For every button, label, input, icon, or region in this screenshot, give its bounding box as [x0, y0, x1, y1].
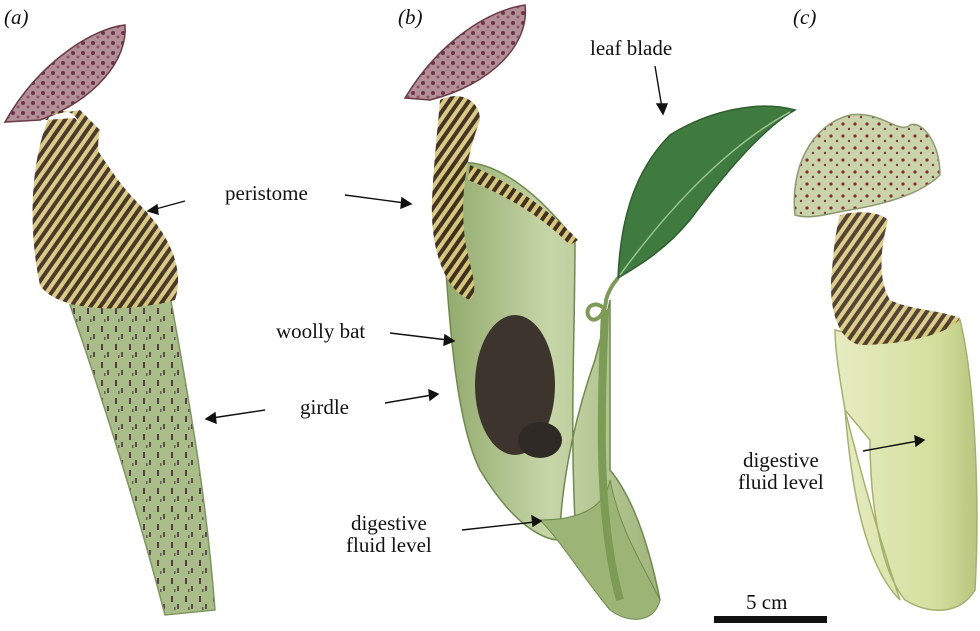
woolly-bat-image [475, 315, 555, 455]
label-digestive-c-line2: fluid level [738, 470, 824, 495]
label-digestive-fluid-level-b: digestive fluid level [346, 512, 432, 556]
pitcher-b-peristome [431, 96, 578, 300]
tendril-b [597, 309, 624, 602]
arrow-girdle-a [211, 409, 266, 419]
arrow-leaf-blade [654, 65, 663, 109]
panel-label-a: (a) [4, 5, 29, 29]
tendril-b-curl [585, 276, 620, 322]
label-woolly-bat: woolly bat [276, 319, 366, 343]
arrow-girdle-a-head [204, 411, 217, 425]
arrow-digestive-b-head [531, 514, 543, 528]
label-digestive-c-line1: digestive [742, 448, 819, 472]
arrow-peristome-b [344, 194, 406, 204]
pitcher-c [793, 113, 978, 611]
scale-bar-label: 5 cm [746, 590, 788, 614]
pitcher-c-body [834, 319, 978, 611]
annotation-arrows [146, 65, 926, 531]
arrow-digestive-c [862, 440, 919, 452]
label-leaf-blade: leaf blade [590, 36, 673, 60]
pitcher-a [3, 24, 216, 616]
leaf-blade-image [617, 105, 797, 280]
scale-bar [714, 616, 827, 623]
woolly-bat-head [518, 422, 562, 458]
arrow-digestive-b [461, 521, 536, 531]
pitcher-b [403, 4, 797, 620]
arrow-woolly-bat [389, 332, 449, 341]
arrow-digestive-c-head [914, 434, 926, 448]
label-digestive-fluid-level-c: digestive fluid level [738, 449, 824, 493]
arrow-woolly-bat-head [443, 333, 456, 347]
pitcher-c-lid [793, 113, 941, 218]
panel-label-c: (c) [793, 5, 817, 29]
pitcher-a-body [68, 294, 216, 616]
arrow-peristome-b-head [400, 196, 413, 210]
pitcher-b-lid [403, 4, 527, 101]
arrow-girdle-b-head [428, 388, 440, 402]
pitcher-a-peristome [32, 110, 179, 309]
arrow-girdle-b [384, 394, 433, 404]
panel-label-b: (b) [398, 5, 423, 29]
leaf-blade-midrib [619, 111, 791, 276]
label-girdle: girdle [300, 395, 349, 419]
pitcher-a-lid [3, 24, 126, 123]
label-digestive-b-line2: fluid level [346, 533, 432, 558]
pitcher-c-peristome [830, 212, 960, 345]
label-digestive-b-line1: digestive [350, 511, 427, 535]
label-peristome: peristome [225, 181, 308, 205]
arrow-peristome-a-head [146, 203, 159, 215]
arrow-leaf-blade-head [655, 103, 669, 116]
